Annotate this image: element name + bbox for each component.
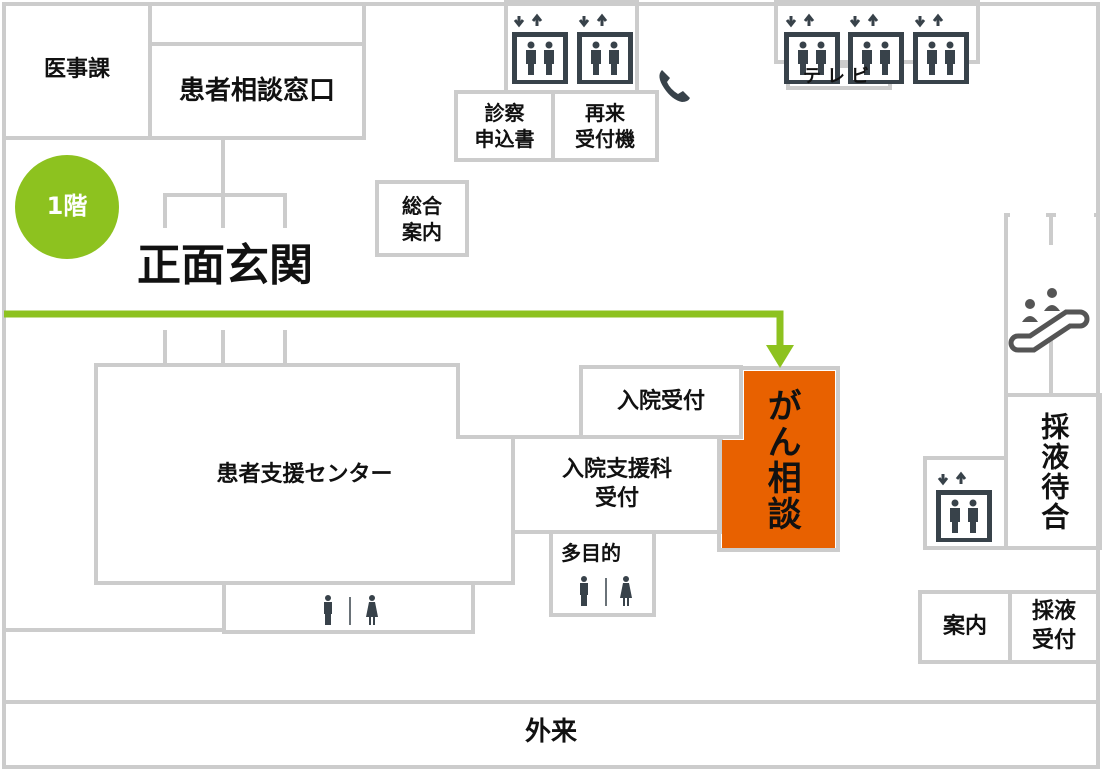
women-restroom-icon xyxy=(620,576,632,606)
room-revisit-machine: 再来 受付機 xyxy=(575,101,635,151)
elevator-icon xyxy=(510,14,570,86)
room-exam-application: 診察 申込書 xyxy=(474,101,535,151)
escalator-icon xyxy=(1008,288,1090,353)
elevator-icon xyxy=(934,472,994,544)
room-cancer-consultation: がん相談 xyxy=(761,388,802,532)
room-info: 案内 xyxy=(942,613,987,639)
room-blood-waiting: 採液待合 xyxy=(1037,411,1071,532)
route-line xyxy=(4,310,794,368)
room-admission-reception: 入院受付 xyxy=(616,388,705,414)
room-general-info: 総合 案内 xyxy=(402,193,442,244)
men-restroom-icon xyxy=(324,595,332,625)
elevator-icon xyxy=(911,14,971,86)
phone-icon xyxy=(659,70,690,102)
area-outpatient: 外来 xyxy=(524,717,577,748)
women-restroom-icon xyxy=(366,595,378,625)
route-arrow-icon xyxy=(766,345,794,368)
room-blood-reception: 採液 受付 xyxy=(1031,599,1076,653)
room-multipurpose-restroom: 多目的 xyxy=(561,541,621,565)
men-restroom-icon xyxy=(580,576,588,606)
tv-label: テレビ xyxy=(803,66,875,88)
room-admission-support: 入院支援科 受付 xyxy=(561,456,672,511)
elevator-icon xyxy=(575,14,635,86)
room-medical-affairs: 医事課 xyxy=(43,56,110,82)
main-entrance-label: 正面玄関 xyxy=(137,240,313,292)
room-patient-support-center: 患者支援センター xyxy=(216,461,393,487)
cancer-consultation-highlight xyxy=(722,371,835,550)
room-patient-consultation: 患者相談窓口 xyxy=(178,76,335,107)
floor-badge-circle xyxy=(15,155,119,259)
floor-badge: 1階 xyxy=(46,192,88,221)
